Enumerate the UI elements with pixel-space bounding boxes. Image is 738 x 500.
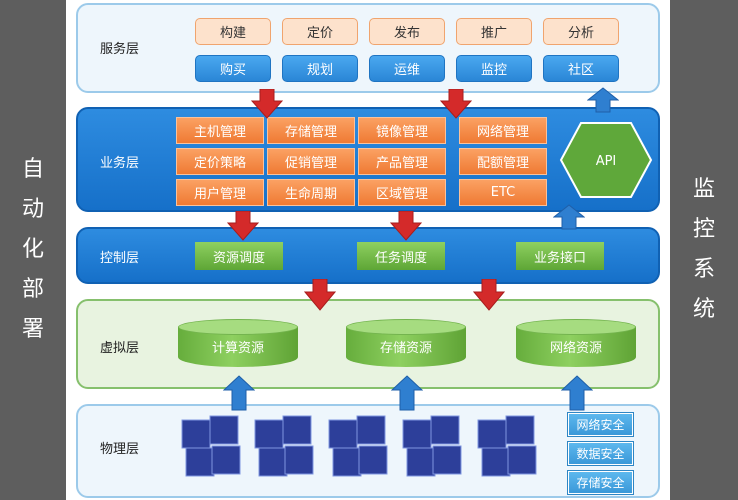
biz-module[interactable]: 主机管理 [176, 117, 264, 144]
server-rack-icon [181, 415, 241, 477]
biz-module[interactable]: 区域管理 [358, 179, 446, 206]
biz-module[interactable]: 促销管理 [267, 148, 355, 175]
service-layer-label: 服务层 [100, 42, 140, 57]
storage-security-badge[interactable]: 存储安全 [568, 471, 633, 494]
business-layer-panel: 业务层 主机管理 存储管理 镜像管理 网络管理 定价策略 促销管理 产品管理 配… [76, 107, 660, 212]
arrow-down-icon [251, 89, 283, 119]
resource-scheduling-button[interactable]: 资源调度 [195, 242, 283, 270]
right-bar-char: 控 [692, 217, 715, 242]
biz-module[interactable]: 定价策略 [176, 148, 264, 175]
server-rack-icon [328, 415, 388, 477]
left-side-bar: 自 动 化 部 署 [0, 0, 66, 500]
biz-module[interactable]: 网络管理 [459, 117, 547, 144]
control-layer-panel: 控制层 资源调度 任务调度 业务接口 [76, 227, 660, 284]
right-bar-char: 监 [692, 177, 715, 202]
service-item-pricing[interactable]: 定价 [282, 18, 358, 45]
service-layer-panel: 服务层 构建 定价 发布 推广 分析 购买 规划 运维 监控 社区 [76, 3, 660, 93]
service-item-analyze[interactable]: 分析 [543, 18, 619, 45]
service-item-publish[interactable]: 发布 [369, 18, 445, 45]
arrow-up-icon [391, 375, 423, 411]
right-bar-char: 系 [692, 257, 715, 282]
right-bar-char: 统 [692, 297, 715, 322]
compute-resource-cylinder[interactable]: 计算资源 [178, 319, 298, 369]
server-rack-icon [477, 415, 537, 477]
biz-module[interactable]: 镜像管理 [358, 117, 446, 144]
right-side-bar: 监 控 系 统 [670, 0, 738, 500]
service-item-promote[interactable]: 推广 [456, 18, 532, 45]
server-rack-icon [402, 415, 462, 477]
arrow-up-icon [223, 375, 255, 411]
arrow-up-icon [553, 204, 585, 230]
service-item-planning[interactable]: 规划 [282, 55, 358, 82]
service-item-purchase[interactable]: 购买 [195, 55, 271, 82]
compute-resource-label: 计算资源 [211, 341, 264, 356]
service-item-community[interactable]: 社区 [543, 55, 619, 82]
arrow-down-icon [473, 279, 505, 311]
left-bar-char: 动 [21, 197, 44, 222]
biz-module[interactable]: 生命周期 [267, 179, 355, 206]
api-label: API [596, 154, 617, 169]
arrow-up-icon [587, 87, 619, 113]
biz-module[interactable]: 配额管理 [459, 148, 547, 175]
left-bar-char: 署 [21, 317, 44, 342]
left-bar-char: 自 [21, 157, 44, 182]
storage-resource-cylinder[interactable]: 存储资源 [346, 319, 466, 369]
biz-module[interactable]: ETC [459, 179, 547, 206]
business-layer-label: 业务层 [100, 156, 140, 171]
physical-layer-label: 物理层 [100, 442, 140, 457]
api-hexagon[interactable]: API [559, 121, 653, 199]
task-scheduling-button[interactable]: 任务调度 [357, 242, 445, 270]
virtual-layer-label: 虚拟层 [100, 341, 140, 356]
network-resource-label: 网络资源 [549, 341, 602, 356]
biz-module[interactable]: 产品管理 [358, 148, 446, 175]
virtual-layer-panel: 虚拟层 计算资源 存储资源 网络资源 [76, 299, 660, 389]
server-rack-icon [254, 415, 314, 477]
data-security-badge[interactable]: 数据安全 [568, 442, 633, 465]
biz-module[interactable]: 存储管理 [267, 117, 355, 144]
business-interface-button[interactable]: 业务接口 [516, 242, 604, 270]
arrow-down-icon [304, 279, 336, 311]
network-resource-cylinder[interactable]: 网络资源 [516, 319, 636, 369]
biz-module[interactable]: 用户管理 [176, 179, 264, 206]
service-item-build[interactable]: 构建 [195, 18, 271, 45]
arrow-down-icon [440, 89, 472, 119]
service-item-operations[interactable]: 运维 [369, 55, 445, 82]
arrow-up-icon [561, 375, 593, 411]
left-bar-char: 部 [21, 277, 44, 302]
control-layer-label: 控制层 [100, 251, 140, 266]
network-security-badge[interactable]: 网络安全 [568, 413, 633, 436]
left-bar-char: 化 [21, 237, 44, 262]
arrow-down-icon [390, 211, 422, 241]
service-item-monitoring[interactable]: 监控 [456, 55, 532, 82]
storage-resource-label: 存储资源 [379, 341, 432, 356]
arrow-down-icon [227, 211, 259, 241]
